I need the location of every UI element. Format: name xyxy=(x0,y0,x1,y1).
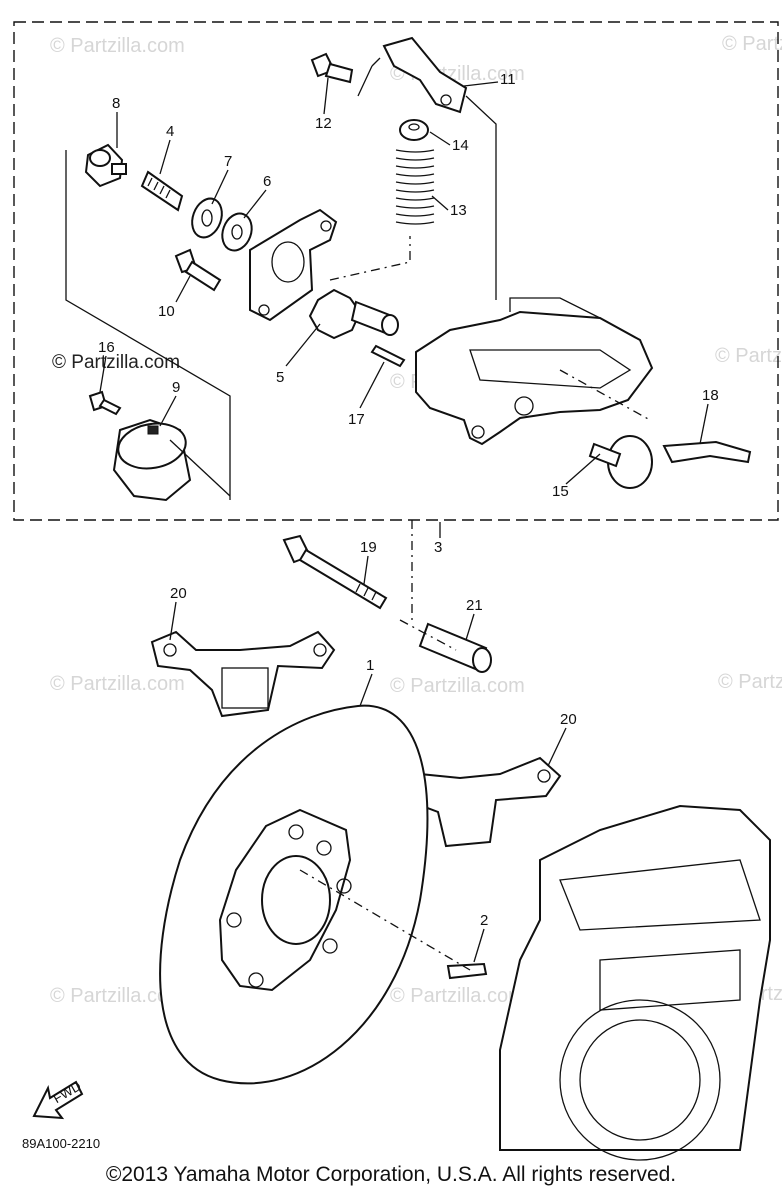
callout-9: 9 xyxy=(172,379,180,396)
part-17-pin xyxy=(370,344,406,368)
caliper-body xyxy=(415,297,654,446)
callout-12: 12 xyxy=(315,115,332,132)
watermark: © Partzilla.com xyxy=(390,675,525,697)
part-13-spring xyxy=(395,149,435,225)
part-15-pad-pin xyxy=(588,435,653,489)
watermark: © Partzilla.com xyxy=(718,671,782,693)
watermark: © Partzilla.com xyxy=(50,985,185,1007)
callout-15: 15 xyxy=(552,483,569,500)
copyright-notice: ©2013 Yamaha Motor Corporation, U.S.A. A… xyxy=(105,1163,677,1186)
part-5-gear-shaft xyxy=(308,288,399,340)
callout-6: 6 xyxy=(263,173,271,190)
part-4-pin xyxy=(140,170,184,212)
callout-20-lower: 20 xyxy=(560,711,577,728)
callout-3: 3 xyxy=(434,539,442,556)
callout-4: 4 xyxy=(166,123,174,140)
callout-7: 7 xyxy=(224,153,232,170)
part-10-bolt xyxy=(174,248,222,292)
part-14-retainer xyxy=(399,119,429,141)
part-9-cover xyxy=(112,418,192,502)
watermark: © Partzilla.com xyxy=(390,985,525,1007)
callout-14: 14 xyxy=(452,137,469,154)
part-20-upper-pad xyxy=(150,630,336,718)
callout-21: 21 xyxy=(466,597,483,614)
engine-housing xyxy=(499,804,771,1161)
part-7-washer xyxy=(191,197,223,239)
callout-8: 8 xyxy=(112,95,120,112)
callout-19: 19 xyxy=(360,539,377,556)
part-19-bolt xyxy=(282,534,388,610)
watermark: © Partzilla.com xyxy=(50,673,185,695)
leader-lines xyxy=(65,57,651,971)
watermark-dark: © Partzilla.com xyxy=(52,352,180,373)
watermark: © Partzilla.com xyxy=(50,35,185,57)
callout-16: 16 xyxy=(98,339,115,356)
diagram-code: 89A100-2210 xyxy=(22,1136,100,1151)
part-6-washer xyxy=(221,212,253,252)
part-21-sleeve xyxy=(418,622,492,673)
callout-18: 18 xyxy=(702,387,719,404)
callout-11: 11 xyxy=(500,71,516,88)
callout-13: 13 xyxy=(450,202,467,219)
callout-1: 1 xyxy=(366,657,374,674)
bracket-plate xyxy=(249,208,338,322)
callout-17: 17 xyxy=(348,411,365,428)
callouts: 8 4 7 6 10 12 11 14 13 5 17 16 9 18 15 3… xyxy=(98,71,719,963)
callout-10: 10 xyxy=(158,303,175,320)
callout-5: 5 xyxy=(276,369,284,386)
part-16-screw xyxy=(88,390,122,416)
watermark: © Partzilla.com xyxy=(715,345,782,367)
part-1-disc xyxy=(159,704,429,1085)
part-11-clip xyxy=(382,36,468,114)
part-2-key xyxy=(446,962,488,980)
part-12-bolt xyxy=(310,52,354,84)
watermark: © Partzilla.com xyxy=(722,33,782,55)
part-8-knob xyxy=(84,143,127,188)
callout-2: 2 xyxy=(480,912,488,929)
fwd-arrow-icon: FWD xyxy=(32,1078,84,1120)
assembly-outline xyxy=(13,21,779,521)
part-18-clip xyxy=(662,440,752,464)
callout-20-upper: 20 xyxy=(170,585,187,602)
